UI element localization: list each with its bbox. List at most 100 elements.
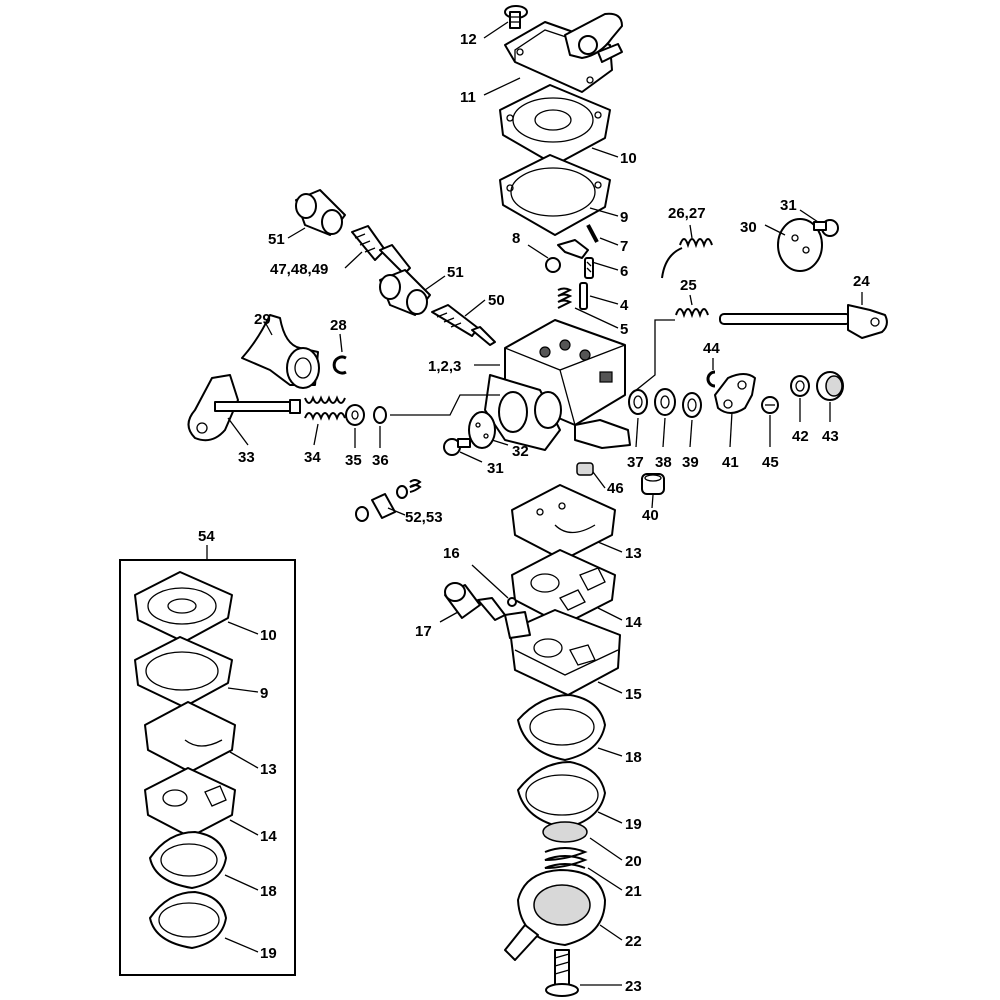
kit-part-10-diaphragm (134, 571, 233, 643)
part-40-sleeve (641, 473, 665, 495)
part-47-48-49-needle (351, 225, 411, 275)
label-18: 18 (625, 749, 642, 766)
label-14: 14 (625, 614, 642, 631)
part-52-53-valve (355, 479, 422, 522)
part-28-clip (332, 355, 347, 375)
label-22: 22 (625, 933, 642, 950)
label-31-lower: 31 (487, 460, 504, 477)
label-46: 46 (607, 480, 624, 497)
label-10: 10 (620, 150, 637, 167)
kit-label-19: 19 (260, 945, 277, 962)
part-37-bushing (628, 389, 648, 415)
label-16: 16 (443, 545, 460, 562)
label-5: 5 (620, 321, 628, 338)
part-17-needle (444, 582, 506, 621)
kit-label-13: 13 (260, 761, 277, 778)
part-50-needle (431, 304, 496, 346)
label-20: 20 (625, 853, 642, 870)
label-47-48-49: 47,48,49 (270, 261, 328, 278)
part-44-clip (706, 370, 716, 388)
kit-label-9: 9 (260, 685, 268, 702)
part-18-gasket (517, 694, 606, 761)
part-11-cover (504, 12, 623, 93)
label-29: 29 (254, 311, 271, 328)
label-13: 13 (625, 545, 642, 562)
label-45: 45 (762, 454, 779, 471)
part-42-washer (790, 375, 810, 397)
label-30: 30 (740, 219, 757, 236)
label-40: 40 (642, 507, 659, 524)
part-46-filter (576, 462, 594, 476)
part-39-bushing (682, 392, 702, 418)
part-33-shaft (187, 374, 301, 442)
label-52-53: 52,53 (405, 509, 443, 526)
label-7: 7 (620, 238, 628, 255)
label-21: 21 (625, 883, 642, 900)
label-42: 42 (792, 428, 809, 445)
label-25: 25 (680, 277, 697, 294)
part-13-gasket (511, 484, 616, 561)
part-29-choke-lever (241, 314, 320, 389)
label-6: 6 (620, 263, 628, 280)
label-28: 28 (330, 317, 347, 334)
label-41: 41 (722, 454, 739, 471)
label-4: 4 (620, 297, 629, 314)
label-19: 19 (625, 816, 642, 833)
kit-part-9-gasket (134, 636, 233, 708)
label-36: 36 (372, 452, 389, 469)
part-20-disc (542, 821, 588, 843)
label-23: 23 (625, 978, 642, 995)
label-50: 50 (488, 292, 505, 309)
part-25-spring (675, 308, 709, 319)
leader-lines (206, 21, 863, 986)
part-21-spring (544, 847, 588, 869)
part-36-oring (373, 406, 387, 424)
label-9: 9 (620, 209, 628, 226)
label-43: 43 (822, 428, 839, 445)
part-45-screw (761, 396, 779, 414)
part-41-lever (714, 373, 756, 414)
part-22-lower-cover (504, 869, 606, 961)
part-35-washer (345, 404, 365, 426)
part-38-washer (654, 388, 676, 416)
part-26-27-spring (661, 238, 713, 279)
part-51-cap-lower (379, 269, 431, 316)
part-24-shaft (719, 304, 888, 339)
label-11: 11 (460, 89, 476, 106)
part-43-cap (816, 371, 844, 401)
label-51-lower: 51 (447, 264, 464, 281)
kit-part-13-gasket (144, 701, 236, 773)
label-32: 32 (512, 443, 529, 460)
kit-label-10: 10 (260, 627, 277, 644)
part-16-ball (507, 597, 517, 607)
label-26-27: 26,27 (668, 205, 706, 222)
parts-6-7-8-lever (545, 224, 599, 279)
kit-label-18: 18 (260, 883, 277, 900)
part-34-spring (304, 395, 346, 421)
label-24: 24 (853, 273, 870, 290)
label-37: 37 (627, 454, 644, 471)
label-38: 38 (655, 454, 672, 471)
part-23-screw (545, 949, 579, 997)
part-10-diaphragm (499, 84, 611, 166)
label-15: 15 (625, 686, 642, 703)
label-34: 34 (304, 449, 321, 466)
part-12-screw (504, 5, 528, 29)
label-35: 35 (345, 452, 362, 469)
part-19-gasket (517, 761, 606, 829)
part-15-pump-body (504, 609, 621, 696)
label-12: 12 (460, 31, 477, 48)
label-44: 44 (703, 340, 720, 357)
part-9-gasket (499, 154, 611, 236)
label-8: 8 (512, 230, 520, 247)
part-32-throttle-disc (468, 411, 496, 449)
label-17: 17 (415, 623, 432, 640)
label-31-upper: 31 (780, 197, 797, 214)
part-30-disc (777, 218, 823, 272)
label-33: 33 (238, 449, 255, 466)
part-1-2-3-carburetor-body (484, 319, 631, 451)
kit-part-18-gasket (149, 831, 227, 889)
part-31-screw-lower (443, 438, 471, 456)
part-31-screw-upper (813, 219, 839, 237)
